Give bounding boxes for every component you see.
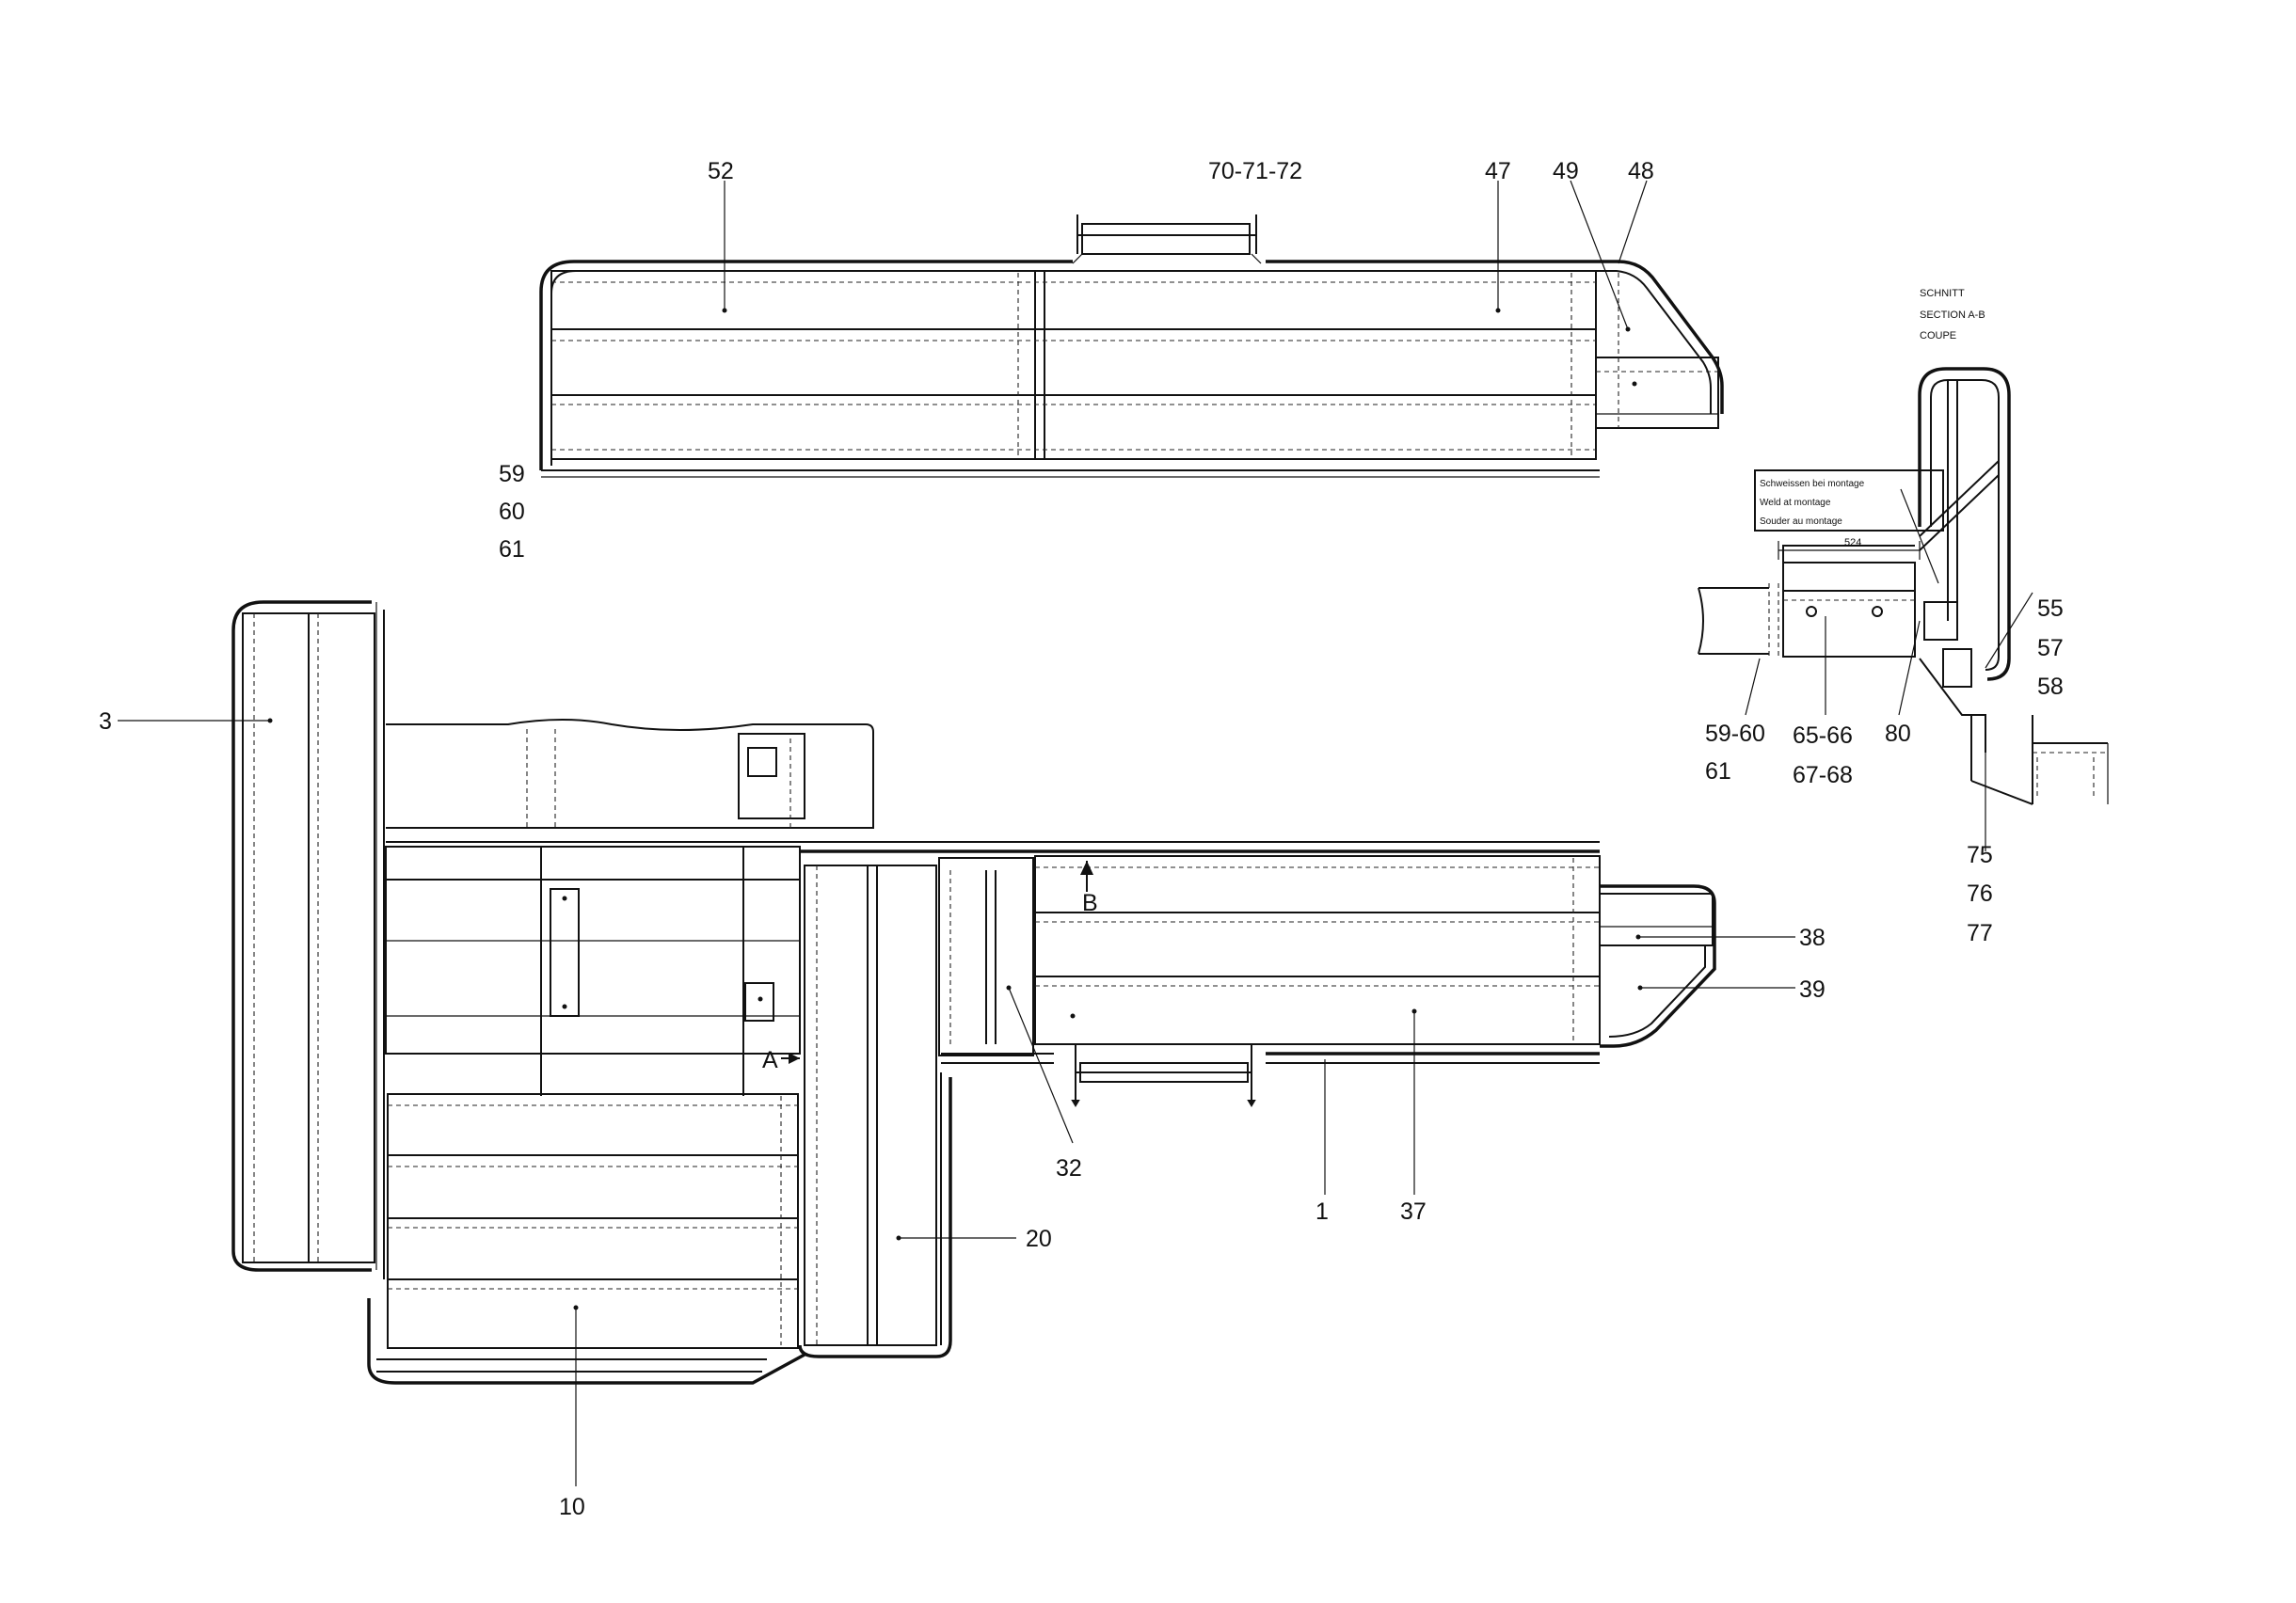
- label-48: 48: [1628, 158, 1654, 184]
- top-view: [539, 180, 1724, 478]
- weld-note-de: Schweissen bei montage: [1760, 479, 1865, 489]
- section-heading-fr: COUPE: [1920, 330, 1956, 341]
- label-60: 60: [499, 499, 525, 525]
- label-10: 10: [559, 1494, 585, 1520]
- section-heading-de: SCHNITT: [1920, 288, 1965, 299]
- label-76: 76: [1967, 881, 1993, 907]
- callout-labels: 52 70-71-72 47 49 48 59 60 61 3 10 20 32…: [99, 158, 2064, 1520]
- label-80: 80: [1885, 721, 1911, 747]
- label-61-section: 61: [1705, 758, 1731, 785]
- label-52: 52: [708, 158, 734, 184]
- label-20: 20: [1026, 1226, 1052, 1252]
- dimension-524: 524: [1844, 537, 1861, 548]
- weld-note-en: Weld at montage: [1760, 498, 1831, 508]
- section-mark-a: A: [762, 1047, 778, 1073]
- section-heading-en: SECTION A-B: [1920, 309, 1985, 321]
- label-55: 55: [2037, 595, 2064, 622]
- label-67-68: 67-68: [1793, 762, 1853, 788]
- label-61: 61: [499, 536, 525, 563]
- label-38: 38: [1799, 925, 1826, 951]
- label-49: 49: [1553, 158, 1579, 184]
- label-57: 57: [2037, 635, 2064, 661]
- label-75: 75: [1967, 842, 1993, 868]
- label-59: 59: [499, 461, 525, 487]
- label-77: 77: [1967, 920, 1993, 946]
- label-65-66: 65-66: [1793, 722, 1853, 749]
- label-70-71-72: 70-71-72: [1208, 158, 1302, 184]
- label-47: 47: [1485, 158, 1511, 184]
- label-59-60: 59-60: [1705, 721, 1765, 747]
- section-mark-b: B: [1082, 890, 1098, 916]
- weld-note-fr: Souder au montage: [1760, 516, 1842, 527]
- label-58: 58: [2037, 674, 2064, 700]
- label-39: 39: [1799, 976, 1826, 1003]
- plan-view: [118, 600, 1795, 1486]
- label-3: 3: [99, 708, 112, 735]
- label-37: 37: [1400, 1198, 1427, 1225]
- section-view: [1698, 367, 2109, 851]
- label-1: 1: [1315, 1198, 1329, 1225]
- label-32: 32: [1056, 1155, 1082, 1182]
